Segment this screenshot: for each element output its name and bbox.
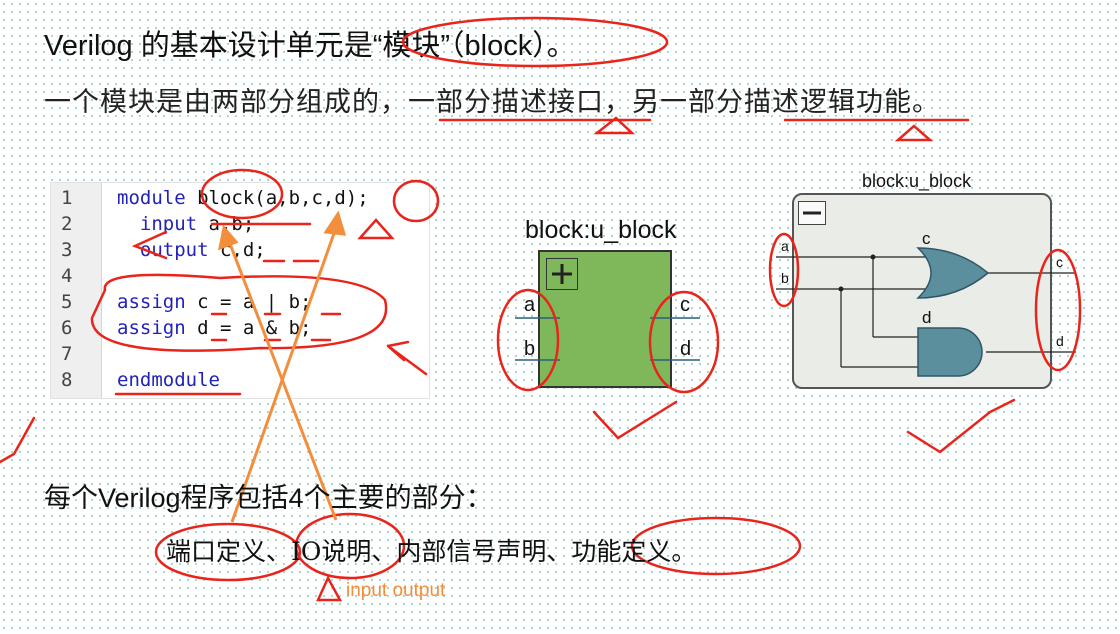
or-gate-label: c bbox=[922, 229, 931, 248]
line-number: 2 bbox=[61, 213, 73, 235]
title-highlight: “模块”（block）。 bbox=[372, 30, 576, 62]
and-gate-label: d bbox=[922, 308, 932, 327]
rtl-port-c: c bbox=[1056, 254, 1063, 270]
page-title: Verilog 的基本设计单元是“模块”（block）。 bbox=[44, 22, 576, 64]
code-editor: 1 2 3 4 5 6 7 8 module block(a,b,c,d); i… bbox=[50, 182, 430, 399]
code-line: module block(a,b,c,d); bbox=[117, 187, 369, 209]
line-number: 8 bbox=[61, 369, 73, 391]
code-keyword: assign bbox=[117, 291, 186, 313]
rtl-view-title: block:u_block bbox=[862, 171, 972, 191]
code-keyword: module bbox=[117, 187, 186, 209]
rtl-view bbox=[792, 193, 1052, 389]
line-number: 4 bbox=[61, 265, 73, 287]
block-symbol: a b c d bbox=[524, 250, 691, 388]
code-line: assign d = a & b; bbox=[117, 317, 311, 339]
code-keyword: endmodule bbox=[117, 369, 220, 391]
block-port-b: b bbox=[524, 338, 536, 360]
code-keyword: assign bbox=[117, 317, 186, 339]
code-text: a,b; bbox=[197, 213, 255, 235]
block-port-a: a bbox=[524, 294, 536, 316]
line-number: 5 bbox=[61, 291, 73, 313]
line-number: 1 bbox=[61, 187, 73, 209]
code-line: input a,b; bbox=[117, 213, 254, 235]
code-keyword: input bbox=[117, 213, 198, 235]
code-line: output c,d; bbox=[117, 239, 266, 261]
code-line: endmodule bbox=[117, 369, 220, 391]
line-number: 7 bbox=[61, 343, 73, 365]
code-text: d = a & b; bbox=[185, 317, 312, 339]
code-keyword: output bbox=[117, 239, 209, 261]
block-port-d: d bbox=[680, 338, 692, 360]
line-number: 3 bbox=[61, 239, 73, 261]
subtitle: 一个模块是由两部分组成的，一部分描述接口，另一部分描述逻辑功能。 bbox=[44, 87, 940, 118]
plus-icon bbox=[546, 258, 578, 290]
line-number: 6 bbox=[61, 317, 73, 339]
title-text: Verilog 的基本设计单元是 bbox=[44, 30, 373, 62]
section-heading: 每个Verilog程序包括4个主要的部分： bbox=[44, 483, 493, 513]
rtl-port-a: a bbox=[781, 238, 789, 254]
handwritten-annotation: input output bbox=[346, 580, 446, 601]
minus-icon bbox=[798, 201, 826, 225]
rtl-port-b: b bbox=[781, 270, 789, 286]
line-number-gutter: 1 2 3 4 5 6 7 8 bbox=[51, 183, 102, 398]
rtl-port-d: d bbox=[1056, 333, 1064, 349]
code-text: c,d; bbox=[208, 239, 266, 261]
block-port-c: c bbox=[680, 294, 690, 316]
block-symbol-title: block:u_block bbox=[525, 216, 677, 244]
code-text: block(a,b,c,d); bbox=[185, 187, 369, 209]
parts-list: 端口定义、IO说明、内部信号声明、功能定义。 bbox=[166, 537, 697, 566]
code-line: assign c = a | b; bbox=[117, 291, 311, 313]
code-text: c = a | b; bbox=[185, 291, 312, 313]
